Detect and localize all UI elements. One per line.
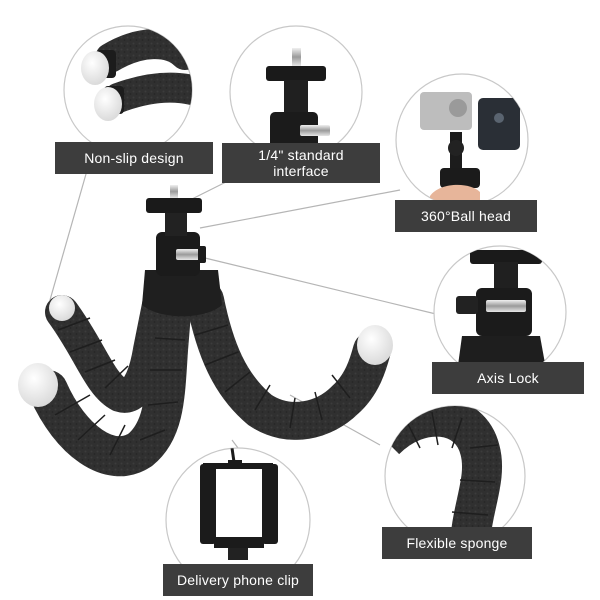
label-standard-interface: 1/4" standard interface [222,143,380,183]
tripod-hub [142,270,222,317]
leg-segment-lines [57,317,129,389]
tripod-main [18,185,393,477]
tripod-leg-left [28,280,192,477]
foot-cap-right [357,325,393,365]
tripod-leg-right [186,281,391,440]
detail-circle-phone-clip [165,447,311,593]
mount-plate [146,198,202,213]
label-ball-head: 360°Ball head [395,200,537,232]
foot-cap-back [49,295,75,321]
foot-cap-left [18,363,58,407]
label-non-slip-design: Non-slip design [55,142,213,174]
detail-circle-non-slip [63,25,193,155]
label-flexible-sponge: Flexible sponge [382,527,532,559]
detail-circle-axis-lock [433,245,567,379]
detail-circle-ball-head [395,73,529,207]
mount-screw [170,185,178,198]
tripod-leg-back [45,283,177,413]
axis-lock-screw [176,249,202,260]
detail-circle-interface [229,25,363,159]
label-phone-clip: Delivery phone clip [163,564,313,596]
label-axis-lock: Axis Lock [432,362,584,394]
